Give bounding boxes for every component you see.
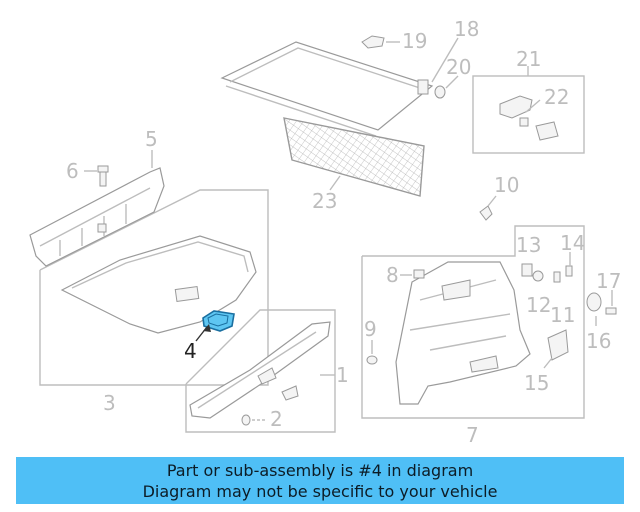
part-17-screw bbox=[605, 307, 617, 315]
callout-12: 12 bbox=[526, 293, 551, 317]
part-18-cargo-cover bbox=[220, 41, 434, 137]
callout-9: 9 bbox=[364, 317, 377, 341]
info-banner: Part or sub-assembly is #4 in diagram Di… bbox=[16, 457, 624, 504]
banner-line-disclaimer: Diagram may not be specific to your vehi… bbox=[142, 481, 498, 501]
callout-14: 14 bbox=[560, 231, 585, 255]
callout-17: 17 bbox=[596, 269, 621, 293]
part-4-highlighted[interactable] bbox=[202, 310, 235, 332]
callout-13: 13 bbox=[516, 233, 541, 257]
callout-3: 3 bbox=[103, 391, 116, 415]
callout-15: 15 bbox=[524, 371, 549, 395]
callout-1: 1 bbox=[336, 363, 349, 387]
callout-2: 2 bbox=[270, 407, 283, 431]
callout-4: 4 bbox=[184, 339, 197, 363]
callout-8: 8 bbox=[386, 263, 399, 287]
callout-20: 20 bbox=[446, 55, 471, 79]
callout-22: 22 bbox=[544, 85, 569, 109]
part-6-bolt bbox=[97, 165, 109, 187]
part-16-clip bbox=[586, 292, 602, 312]
part-23-cargo-net bbox=[283, 117, 425, 197]
callout-23: 23 bbox=[312, 189, 337, 213]
parts-diagram: 1 2 3 4 5 6 7 8 9 10 11 12 13 14 15 16 1… bbox=[29, 17, 621, 447]
callout-10: 10 bbox=[494, 173, 519, 197]
floor-panel-group bbox=[39, 189, 269, 386]
part-12-clip bbox=[532, 270, 544, 282]
part-20-hook bbox=[434, 85, 446, 99]
callout-7: 7 bbox=[466, 423, 479, 447]
part-13-clip bbox=[521, 263, 533, 277]
banner-line-part-number: Part or sub-assembly is #4 in diagram bbox=[166, 460, 474, 480]
callout-16: 16 bbox=[586, 329, 611, 353]
callout-6: 6 bbox=[66, 159, 79, 183]
callout-21: 21 bbox=[516, 47, 541, 71]
part-15-cover bbox=[547, 329, 569, 361]
part-19-clip bbox=[361, 35, 385, 49]
callout-18: 18 bbox=[454, 17, 479, 41]
part-14-clip bbox=[565, 265, 573, 277]
callout-5: 5 bbox=[145, 127, 158, 151]
callout-19: 19 bbox=[402, 29, 427, 53]
side-trim-group bbox=[361, 225, 585, 419]
part-10-clip bbox=[479, 205, 493, 221]
scuff-plate-group bbox=[185, 309, 336, 433]
part-9-clip bbox=[366, 355, 378, 365]
part-8-clip bbox=[413, 269, 425, 279]
part-11-screw bbox=[553, 271, 561, 283]
part-21-group bbox=[472, 75, 585, 154]
callout-11: 11 bbox=[550, 303, 575, 327]
part-5-trim-panel bbox=[29, 167, 165, 267]
